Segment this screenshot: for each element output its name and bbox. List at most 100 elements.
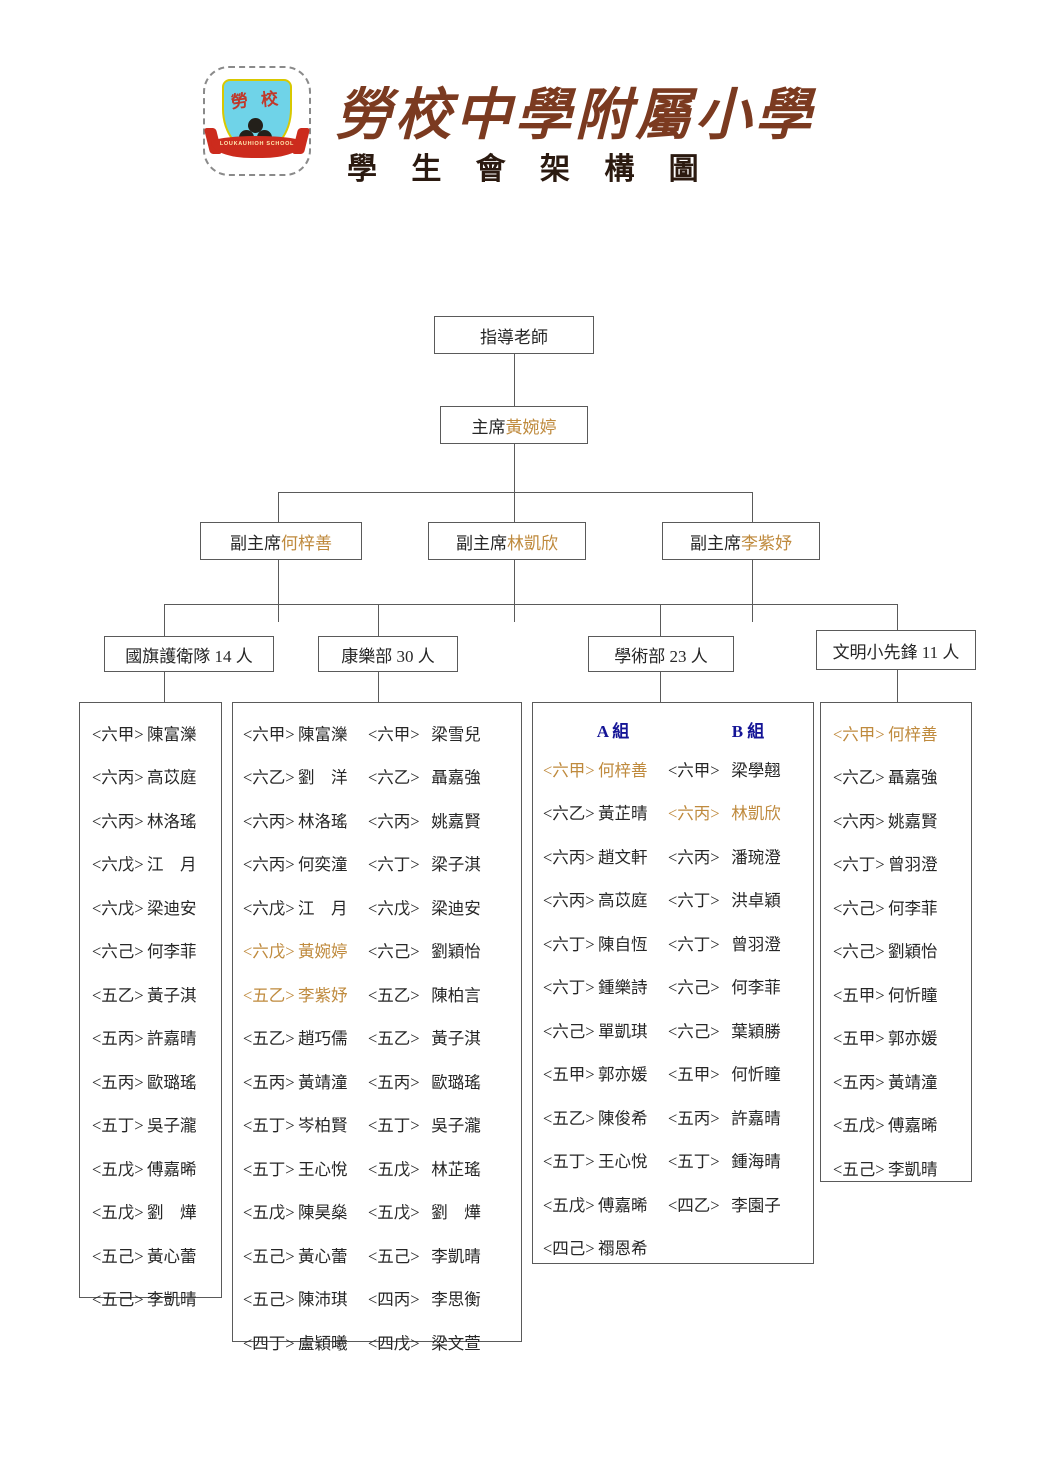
member-name: 高苡庭 bbox=[598, 891, 648, 910]
department-academic-label: 學術部 23 人 bbox=[614, 646, 708, 666]
member-class: <六丙> bbox=[243, 811, 295, 831]
member-class: <六丙> bbox=[668, 804, 720, 823]
member-entry: <五丙>歐璐瑤 bbox=[368, 1074, 489, 1092]
node-chairperson[interactable]: 主席黃婉婷 bbox=[440, 406, 588, 444]
member-name: 吳子瀧 bbox=[431, 1116, 481, 1135]
school-name: 勞校中學附屬小學 bbox=[335, 85, 815, 147]
list-item: <五戊>劉 燁 bbox=[92, 1192, 221, 1236]
member-class: <六戊> bbox=[92, 855, 144, 874]
member-entry: <五丁>吳子瀧 bbox=[92, 1117, 209, 1135]
member-class: <六戊> bbox=[92, 898, 144, 918]
chair-name: 黃婉婷 bbox=[505, 417, 557, 437]
member-entry: <六丙>林洛瑤 bbox=[92, 813, 209, 831]
connector-vice-2 bbox=[514, 492, 515, 522]
member-class: <五甲> bbox=[833, 1029, 885, 1048]
member-name: 聶嘉強 bbox=[888, 768, 938, 787]
member-entry: <六甲>陳富濼 bbox=[92, 726, 209, 744]
member-class: <六乙> bbox=[243, 768, 295, 787]
member-class: <五丁> bbox=[543, 1152, 595, 1171]
list-item: <六丙>趙文軒<六丙>潘琬澄 bbox=[543, 836, 813, 880]
member-entry: <五己>李凱晴 bbox=[368, 1248, 489, 1266]
member-class: <五乙> bbox=[92, 985, 144, 1005]
school-emblem-icon: 勞 校 LOUKAUHIOH SCHOOL bbox=[203, 66, 311, 176]
member-class: <五乙> bbox=[243, 1029, 295, 1048]
member-class: <六丙> bbox=[543, 891, 595, 910]
member-class: <四丙> bbox=[368, 1290, 420, 1309]
connector-dept-3 bbox=[660, 604, 661, 636]
connector-flag-guard-list bbox=[164, 672, 165, 702]
member-class: <六丙> bbox=[243, 855, 295, 874]
member-class: <五丙> bbox=[92, 1072, 144, 1092]
member-class: <五丙> bbox=[243, 1072, 295, 1092]
vice-chair-2-name: 林凱欣 bbox=[507, 533, 558, 553]
member-entry: <五己>黃心蕾 bbox=[243, 1248, 364, 1266]
member-class: <五丁> bbox=[668, 1152, 720, 1171]
member-class: <六甲> bbox=[833, 724, 885, 744]
list-item: <五丙>黃靖潼<五丙>歐璐瑤 bbox=[243, 1061, 521, 1105]
member-name: 單凱琪 bbox=[598, 1021, 648, 1041]
member-name: 李思衡 bbox=[431, 1290, 481, 1309]
member-name: 陳昊燊 bbox=[298, 1203, 348, 1222]
member-entry: <六甲>梁學翹 bbox=[668, 762, 789, 780]
node-vice-chair-3[interactable]: 副主席李紫妤 bbox=[662, 522, 820, 560]
list-item: <六乙>劉 洋<六乙>聶嘉強 bbox=[243, 757, 521, 801]
node-vice-chair-2[interactable]: 副主席林凱欣 bbox=[428, 522, 586, 560]
member-entry: <六乙>劉 洋 bbox=[243, 768, 364, 787]
member-name: 何忻瞳 bbox=[888, 985, 938, 1005]
academic-group-a-heading: A 組 bbox=[596, 721, 630, 741]
list-item: <六乙>聶嘉強 bbox=[833, 757, 971, 801]
member-name: 梁文萱 bbox=[431, 1333, 481, 1353]
list-item: <五乙>趙巧儒<五乙>黃子淇 bbox=[243, 1018, 521, 1062]
member-class: <五乙> bbox=[243, 985, 295, 1005]
list-item: <五戊>陳昊燊<五戊>劉 燁 bbox=[243, 1192, 521, 1236]
member-class: <六戊> bbox=[243, 898, 295, 918]
member-entry: <六丙>高苡庭 bbox=[543, 891, 664, 910]
member-name: 許嘉晴 bbox=[147, 1029, 197, 1048]
member-entry: <五乙>黃子淇 bbox=[92, 985, 209, 1005]
member-class: <六戊> bbox=[368, 898, 420, 918]
member-entry: <六乙>聶嘉強 bbox=[368, 769, 489, 787]
node-department-flag-guard[interactable]: 國旗護衛隊 14 人 bbox=[104, 636, 274, 672]
member-entry: <五乙>李紫妤 bbox=[243, 985, 364, 1005]
member-entry: <五甲>何忻瞳 bbox=[668, 1066, 789, 1084]
member-name: 岑柏賢 bbox=[298, 1116, 348, 1135]
list-item: <六己>何李菲 bbox=[92, 931, 221, 975]
member-name: 何李菲 bbox=[731, 978, 781, 997]
page-title: 學 生 會 架 構 圖 bbox=[347, 153, 712, 186]
node-department-pioneer[interactable]: 文明小先鋒 11 人 bbox=[816, 630, 976, 670]
member-entry: <五丙>黃靖潼 bbox=[243, 1072, 364, 1092]
member-class: <五丙> bbox=[668, 1108, 720, 1128]
list-item: <五戊>傅嘉晞 bbox=[92, 1148, 221, 1192]
list-item: <五己>黃心蕾<五己>李凱晴 bbox=[243, 1235, 521, 1279]
node-department-recreation[interactable]: 康樂部 30 人 bbox=[318, 636, 458, 672]
member-list-recreation: <六甲>陳富濼<六甲>梁雪兒<六乙>劉 洋<六乙>聶嘉強<六丙>林洛瑤<六丙>姚… bbox=[232, 702, 522, 1351]
member-class: <六丁> bbox=[833, 855, 885, 874]
list-item: <五戊>傅嘉晞 bbox=[833, 1105, 971, 1149]
member-class: <六己> bbox=[368, 942, 420, 961]
member-entry: <五己>李凱晴 bbox=[833, 1161, 950, 1179]
member-class: <六丁> bbox=[668, 891, 720, 910]
member-class: <六丁> bbox=[368, 855, 420, 874]
member-name: 林凱欣 bbox=[731, 804, 781, 823]
connector-vice-3 bbox=[752, 492, 753, 522]
list-item: <五乙>陳俊希<五丙>許嘉晴 bbox=[543, 1097, 813, 1141]
list-item: <五己>李凱晴 bbox=[833, 1148, 971, 1192]
node-department-academic[interactable]: 學術部 23 人 bbox=[588, 636, 734, 672]
member-name: 黃心蕾 bbox=[147, 1246, 197, 1266]
member-entry: <四乙>李園子 bbox=[668, 1197, 789, 1215]
member-entry: <六己>何李菲 bbox=[833, 900, 950, 918]
member-entry: <六丁>洪卓穎 bbox=[668, 891, 789, 910]
member-class: <六丁> bbox=[543, 978, 595, 997]
member-name: 何奕潼 bbox=[298, 855, 348, 874]
member-name: 陳自恆 bbox=[598, 934, 648, 954]
member-entry: <六甲>何梓善 bbox=[833, 724, 950, 744]
list-item: <六戊>黃婉婷<六己>劉穎怡 bbox=[243, 931, 521, 975]
list-item: <六丁>曾羽澄 bbox=[833, 844, 971, 888]
member-name: 林芷瑤 bbox=[431, 1159, 481, 1179]
member-class: <六己> bbox=[92, 942, 144, 961]
node-advisor[interactable]: 指導老師 bbox=[434, 316, 594, 354]
member-class: <五丁> bbox=[243, 1116, 295, 1135]
node-vice-chair-1[interactable]: 副主席何梓善 bbox=[200, 522, 362, 560]
member-class: <六丙> bbox=[543, 847, 595, 867]
list-item: <五丙>黃靖潼 bbox=[833, 1061, 971, 1105]
